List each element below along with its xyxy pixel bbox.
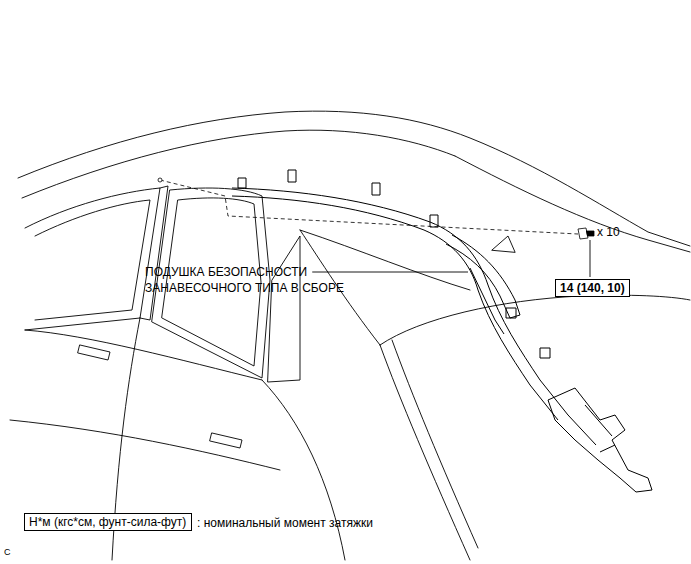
quarter-window bbox=[268, 236, 300, 382]
rear-window-edge bbox=[300, 230, 470, 290]
front-window-inner bbox=[35, 200, 150, 320]
bracket bbox=[430, 215, 438, 227]
body-line bbox=[25, 330, 262, 380]
inflator bbox=[568, 405, 615, 452]
door-line bbox=[262, 380, 345, 560]
rear-fender-inner bbox=[392, 340, 478, 548]
bracket bbox=[506, 308, 516, 318]
bolt-icon bbox=[578, 228, 594, 239]
roof-line bbox=[18, 111, 690, 246]
legend-text: : номинальный момент затяжки bbox=[197, 515, 373, 531]
bracket bbox=[288, 170, 296, 182]
quantity-label: x 10 bbox=[597, 224, 620, 240]
airbag-band bbox=[232, 196, 558, 420]
front-window bbox=[25, 188, 160, 330]
airbag-tube bbox=[446, 235, 520, 318]
trunk-edge bbox=[380, 295, 690, 345]
roof-inner-line bbox=[22, 130, 455, 198]
rear-fender bbox=[380, 345, 470, 560]
dashed-line bbox=[160, 180, 578, 234]
leader-line bbox=[312, 272, 468, 273]
bracket bbox=[238, 178, 246, 188]
trunk-line bbox=[455, 156, 690, 252]
node-text: 14 (140, 10) bbox=[560, 281, 625, 295]
airbag-tube bbox=[470, 268, 504, 334]
figure-code: C bbox=[4, 546, 11, 558]
unit-box: Н*м (кгс*см, фунт-сила-фут) bbox=[24, 513, 192, 531]
node-text: Н*м (кгс*см, фунт-сила-фут) bbox=[29, 515, 187, 529]
part-name: ПОДУШКА БЕЗОПАСНОСТИ ЗАНАВЕСОЧНОГО ТИПА … bbox=[145, 264, 367, 296]
leader-line bbox=[590, 240, 591, 277]
inflator bbox=[548, 388, 652, 492]
body-crease bbox=[10, 420, 280, 470]
door-handle bbox=[78, 345, 110, 360]
bracket bbox=[540, 348, 550, 358]
door-handle bbox=[210, 433, 242, 448]
bracket bbox=[372, 183, 380, 195]
b-pillar bbox=[140, 186, 168, 320]
antenna bbox=[492, 236, 515, 252]
torque-box: 14 (140, 10) bbox=[555, 279, 630, 297]
hole-dot bbox=[158, 178, 162, 182]
